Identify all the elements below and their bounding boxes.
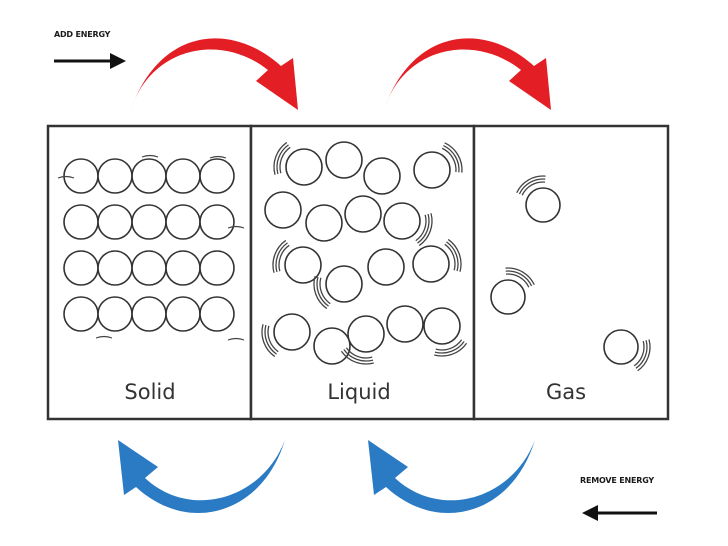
phase-label-gas: Gas	[545, 380, 587, 404]
motion-lines	[340, 350, 374, 365]
particle	[525, 187, 561, 223]
motion-lines	[276, 144, 289, 175]
gas-box	[472, 124, 670, 421]
particle	[603, 329, 639, 365]
particle	[97, 204, 133, 240]
particle	[284, 246, 322, 284]
motion-lines	[434, 342, 468, 357]
particle	[199, 204, 235, 240]
particle	[131, 158, 167, 194]
motion-lines	[95, 335, 113, 339]
particle	[383, 202, 421, 240]
particle	[97, 296, 133, 332]
particle	[63, 250, 99, 286]
motion-lines	[316, 276, 329, 307]
motion-lines	[279, 146, 291, 174]
particle	[165, 204, 201, 240]
motion-lines	[635, 340, 648, 369]
phase-label-liquid: Liquid	[327, 380, 391, 404]
motion-lines	[637, 339, 651, 372]
particle	[347, 315, 385, 353]
particle	[367, 248, 405, 286]
motion-lines	[209, 155, 227, 159]
motion-lines	[261, 324, 276, 358]
motion-lines	[273, 141, 288, 175]
particle	[165, 296, 201, 332]
motion-lines	[521, 181, 546, 196]
motion-lines	[444, 243, 456, 271]
motion-lines	[319, 277, 331, 305]
motion-lines	[418, 213, 433, 247]
motion-lines	[443, 144, 460, 173]
motion-lines	[444, 142, 463, 173]
particle	[63, 204, 99, 240]
particle	[386, 305, 424, 343]
motion-lines	[516, 175, 546, 194]
motion-lines	[272, 239, 287, 273]
motion-lines	[264, 324, 277, 355]
remove-energy-arrow-icon	[582, 505, 657, 521]
motion-lines	[267, 325, 279, 353]
add-energy-label: ADD ENERGY	[54, 30, 111, 39]
particle	[199, 250, 235, 286]
motion-lines	[343, 349, 374, 362]
particle	[199, 158, 235, 194]
particle	[165, 250, 201, 286]
motion-lines	[633, 340, 645, 367]
motion-lines	[441, 147, 457, 173]
motion-lines	[518, 178, 546, 195]
particle	[325, 141, 363, 179]
liquid-particles	[261, 141, 468, 365]
particle	[131, 296, 167, 332]
particle	[131, 204, 167, 240]
motion-lines	[447, 238, 462, 272]
motion-lines	[275, 242, 288, 273]
particle	[285, 148, 323, 186]
red-curved-arrow-icon	[385, 38, 551, 110]
add-energy-arrow-icon	[54, 53, 126, 69]
motion-lines	[505, 267, 535, 286]
particle	[97, 250, 133, 286]
particle	[63, 158, 99, 194]
particle	[264, 191, 302, 229]
particle	[63, 296, 99, 332]
motion-lines	[227, 225, 245, 229]
motion-lines	[227, 337, 245, 341]
particle	[165, 158, 201, 194]
particle	[423, 307, 461, 345]
motion-lines	[434, 341, 465, 354]
motion-lines	[415, 214, 427, 242]
particle	[313, 327, 351, 365]
motion-lines	[505, 270, 533, 287]
particle	[412, 245, 450, 283]
motion-lines	[345, 347, 373, 359]
motion-lines	[505, 273, 530, 288]
motion-lines	[446, 241, 459, 272]
gas-particles	[490, 175, 651, 372]
particle	[97, 158, 133, 194]
particle	[325, 265, 363, 303]
motion-lines	[57, 175, 75, 179]
blue-curved-arrow-icon	[118, 440, 285, 514]
red-curved-arrow-icon	[132, 38, 298, 110]
remove-energy-label: REMOVE ENERGY	[580, 476, 654, 485]
motion-lines	[417, 213, 430, 244]
particle	[305, 204, 343, 242]
motion-lines	[141, 154, 159, 158]
particle	[131, 250, 167, 286]
solid-particles	[57, 154, 245, 341]
particle	[363, 157, 401, 195]
motion-lines	[313, 276, 328, 310]
particle	[273, 313, 311, 351]
motion-lines	[278, 244, 290, 272]
blue-curved-arrow-icon	[368, 440, 535, 514]
particle	[490, 279, 526, 315]
particle	[413, 151, 451, 189]
phase-label-solid: Solid	[124, 380, 176, 404]
particle	[199, 296, 235, 332]
particle	[344, 195, 382, 233]
motion-lines	[435, 339, 463, 351]
